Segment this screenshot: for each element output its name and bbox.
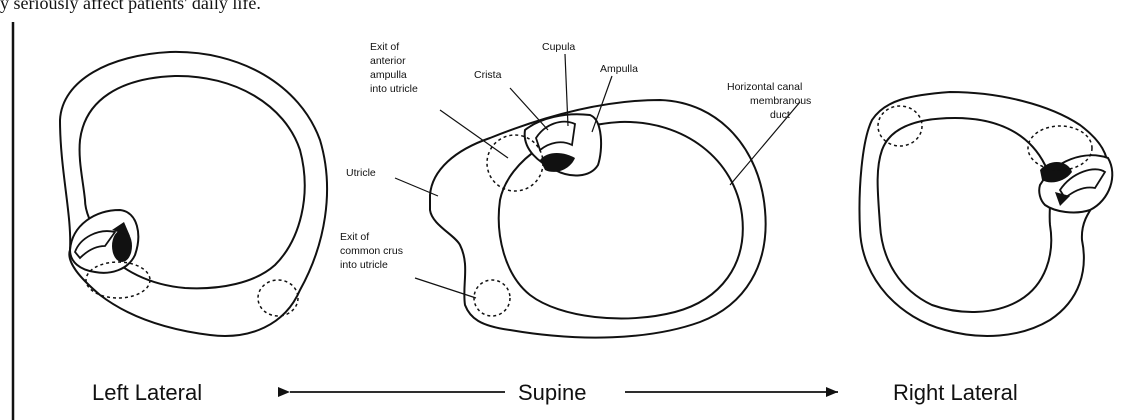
right-lateral-canal <box>860 92 1109 336</box>
supine-ampulla <box>525 114 601 175</box>
label-right-lateral: Right Lateral <box>893 380 1018 405</box>
label-left-lateral: Left Lateral <box>92 380 202 405</box>
label-exit-anterior: Exit of anterior ampulla into utricle <box>370 41 418 95</box>
label-horizontal-canal: Horizontal canal membranous duct <box>727 81 814 121</box>
label-exit-common: Exit of common crus into utricle <box>340 231 406 271</box>
label-utricle: Utricle <box>346 167 376 179</box>
label-supine: Supine <box>518 380 587 405</box>
label-crista: Crista <box>474 69 502 81</box>
right-ampulla <box>1039 155 1112 212</box>
left-dashed-exit-2 <box>258 280 298 316</box>
label-cupula: Cupula <box>542 41 575 53</box>
supine-dashed-exit-common <box>474 280 510 316</box>
left-ampulla <box>70 210 138 273</box>
right-dashed-exit-1 <box>878 106 922 146</box>
label-ampulla: Ampulla <box>600 63 638 75</box>
left-lateral-canal <box>60 52 327 336</box>
